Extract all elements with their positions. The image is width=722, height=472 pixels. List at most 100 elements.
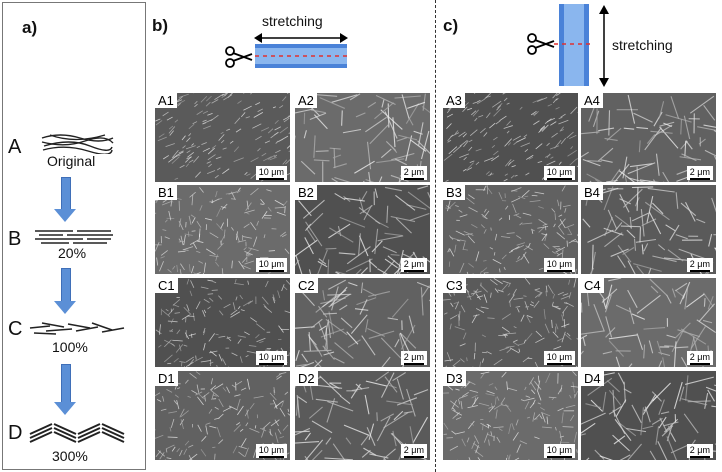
- scale-bar: 10 μm: [543, 258, 575, 272]
- scale-bar: 2 μm: [400, 351, 427, 365]
- stretched-300-fibers-icon: [29, 423, 125, 443]
- scale-bar-line: [546, 270, 572, 272]
- scale-bar-text: 10 μm: [258, 445, 284, 455]
- scale-bar-line: [403, 178, 424, 180]
- sem-texture: [443, 185, 578, 274]
- stretched-film-icon: [255, 44, 347, 68]
- scale-bar-text: 10 μm: [546, 445, 572, 455]
- sem-label: B4: [581, 185, 603, 200]
- scale-bar-line: [403, 363, 424, 365]
- arrow-head-1: [54, 209, 76, 222]
- sem-label: D3: [443, 371, 466, 386]
- step-caption-20: 20%: [58, 245, 87, 261]
- panel-divider: [435, 0, 436, 472]
- stretching-arrow-vertical-icon: [599, 5, 609, 87]
- scale-bar-text: 10 μm: [258, 167, 284, 177]
- scale-bar-text: 10 μm: [546, 167, 572, 177]
- sem-label: A1: [155, 93, 177, 108]
- scale-bar: 2 μm: [686, 258, 713, 272]
- arrow-head-3: [54, 402, 76, 415]
- scale-bar-line: [403, 456, 424, 458]
- scale-bar: 10 μm: [255, 166, 287, 180]
- scale-bar-line: [546, 456, 572, 458]
- scale-bar: 10 μm: [543, 166, 575, 180]
- sem-label: A4: [581, 93, 603, 108]
- panel-label-b: b): [152, 16, 169, 35]
- step-caption-original: Original: [47, 153, 96, 169]
- sem-texture: [155, 185, 290, 274]
- panel-a-frame: [2, 2, 146, 470]
- arrow-down-2: [61, 268, 71, 303]
- scale-bar: 2 μm: [400, 258, 427, 272]
- scale-bar-text: 10 μm: [546, 352, 572, 362]
- scale-bar-line: [689, 270, 710, 272]
- scale-bar: 10 μm: [255, 351, 287, 365]
- scale-bar: 2 μm: [686, 444, 713, 458]
- step-caption-100: 100%: [52, 339, 88, 355]
- sem-texture: [295, 371, 429, 460]
- original-fibers-icon: [41, 134, 114, 154]
- stretch-label-b: stretching: [262, 13, 323, 29]
- sem-image-b2: B2 2 μm: [295, 185, 430, 274]
- step-letter-a: A: [8, 136, 22, 158]
- sem-image-a3: A3 10 μm: [443, 93, 578, 182]
- stretched-100-fibers-icon: [29, 322, 125, 335]
- scale-bar: 2 μm: [400, 166, 427, 180]
- step-letter-d: D: [8, 422, 23, 444]
- scale-bar-text: 2 μm: [403, 445, 424, 455]
- sem-texture: [581, 94, 716, 182]
- scale-bar-text: 2 μm: [403, 352, 424, 362]
- scale-bar-line: [403, 270, 424, 272]
- sem-label: A3: [443, 93, 465, 108]
- step-letter-b: B: [8, 228, 22, 250]
- scale-bar-text: 2 μm: [403, 167, 424, 177]
- sem-image-a2: A2 2 μm: [295, 93, 430, 182]
- sem-texture: [443, 278, 578, 367]
- sem-label: D2: [295, 371, 318, 386]
- stretch-label-c: stretching: [612, 37, 673, 53]
- sem-image-d2: D2 2 μm: [295, 371, 430, 460]
- sem-label: D1: [155, 371, 178, 386]
- panel-label-c: c): [443, 16, 459, 35]
- scissors-icon: [527, 33, 555, 55]
- scale-bar: 2 μm: [400, 444, 427, 458]
- sem-label: B2: [295, 185, 317, 200]
- scale-bar-text: 2 μm: [689, 167, 710, 177]
- sem-label: C4: [581, 278, 604, 293]
- stretched-film-vertical-icon: [559, 4, 589, 86]
- scale-bar-line: [546, 178, 572, 180]
- scale-bar-line: [689, 178, 710, 180]
- sem-label: B3: [443, 185, 465, 200]
- scale-bar: 10 μm: [543, 444, 575, 458]
- scale-bar-text: 2 μm: [689, 445, 710, 455]
- sem-texture: [155, 278, 290, 367]
- scale-bar-line: [258, 270, 284, 272]
- scale-bar-text: 10 μm: [258, 259, 284, 269]
- sem-image-a1: A1 10 μm: [155, 93, 290, 182]
- sem-texture: [581, 278, 716, 367]
- scissors-icon: [225, 46, 253, 68]
- sem-texture: [295, 279, 430, 367]
- panel-label-a: a): [22, 18, 38, 37]
- sem-label: C1: [155, 278, 178, 293]
- arrow-down-3: [61, 364, 71, 404]
- stretching-arrow-horizontal-icon: [254, 33, 348, 43]
- sem-texture: [443, 371, 578, 460]
- scale-bar-text: 2 μm: [689, 259, 710, 269]
- scale-bar: 10 μm: [255, 444, 287, 458]
- sem-image-a4: A4 2 μm: [581, 93, 716, 182]
- sem-texture: [295, 93, 430, 182]
- sem-label: A2: [295, 93, 317, 108]
- scale-bar-line: [546, 363, 572, 365]
- scale-bar-line: [258, 178, 284, 180]
- sem-image-d3: D3 10 μm: [443, 371, 578, 460]
- scale-bar-line: [689, 456, 710, 458]
- arrow-head-2: [54, 301, 76, 314]
- sem-image-b3: B3 10 μm: [443, 185, 578, 274]
- scale-bar: 10 μm: [255, 258, 287, 272]
- sem-image-b4: B4 2 μm: [581, 185, 716, 274]
- cut-line-icon: [554, 43, 594, 45]
